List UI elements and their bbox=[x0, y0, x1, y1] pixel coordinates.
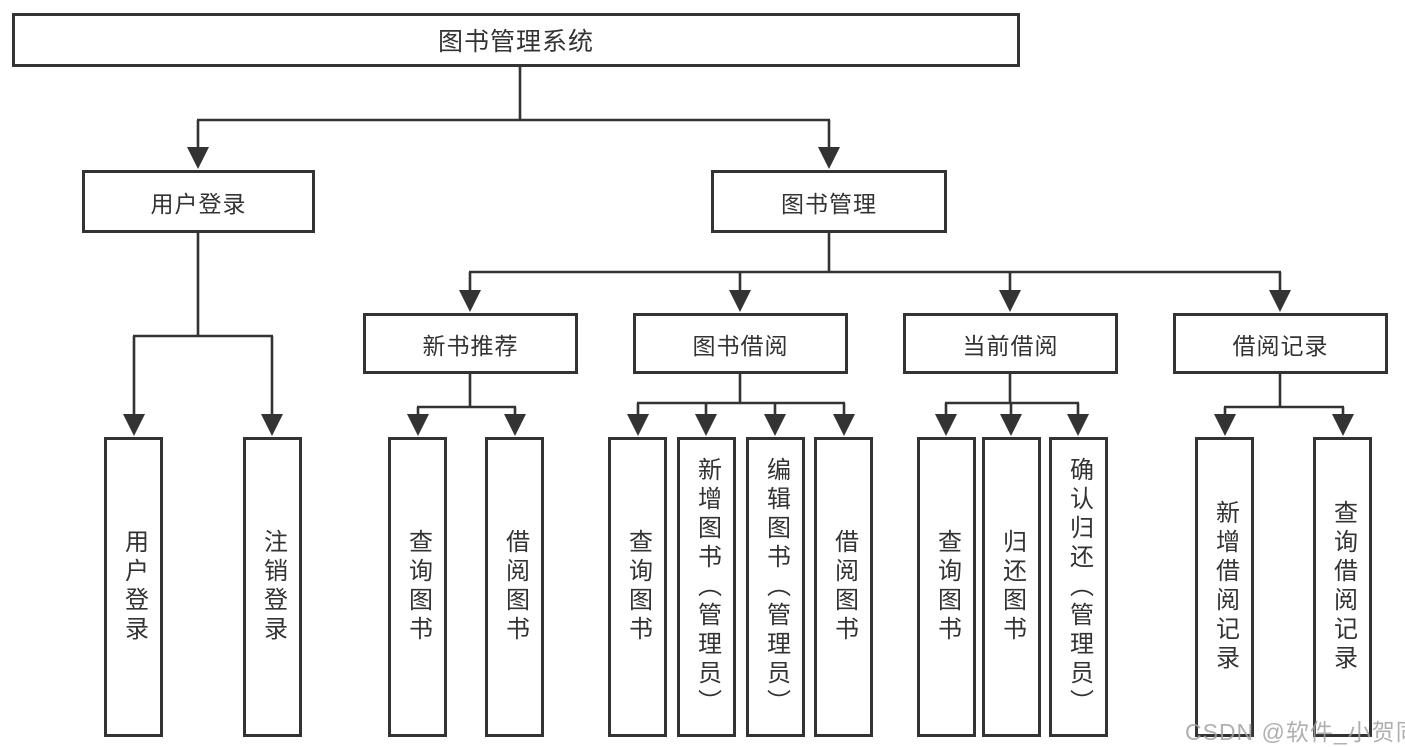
arrow-down-icon bbox=[407, 414, 429, 436]
leaf-borrow-add-books-admin: 新增图书（管理员） bbox=[677, 437, 736, 737]
arrow-down-icon bbox=[999, 290, 1021, 312]
leaf-borrow-query-books: 查询图书 bbox=[608, 437, 667, 737]
leaf-user-logout: 注销登录 bbox=[243, 437, 302, 737]
arrow-down-icon bbox=[123, 414, 145, 436]
arrow-down-icon bbox=[1000, 414, 1022, 436]
node-borrow-record: 借阅记录 bbox=[1173, 313, 1388, 374]
leaf-current-confirm-return-admin: 确认归还（管理员） bbox=[1049, 437, 1108, 737]
node-current-borrow: 当前借阅 bbox=[903, 313, 1118, 374]
leaf-current-query-books: 查询图书 bbox=[917, 437, 976, 737]
leaf-record-add: 新增借阅记录 bbox=[1195, 437, 1254, 737]
arrow-down-icon bbox=[695, 414, 717, 436]
arrow-down-icon bbox=[1269, 290, 1291, 312]
leaf-borrow-borrow-books: 借阅图书 bbox=[814, 437, 873, 737]
node-book-management: 图书管理 bbox=[711, 170, 947, 233]
arrow-down-icon bbox=[504, 414, 526, 436]
node-root-library-system: 图书管理系统 bbox=[12, 13, 1020, 67]
arrow-down-icon bbox=[729, 290, 751, 312]
arrow-down-icon bbox=[1214, 414, 1236, 436]
leaf-borrow-edit-books-admin: 编辑图书（管理员） bbox=[746, 437, 805, 737]
leaf-user-login: 用户登录 bbox=[104, 437, 163, 737]
arrow-down-icon bbox=[1332, 414, 1354, 436]
connector-path bbox=[132, 67, 1345, 418]
arrow-down-icon bbox=[459, 290, 481, 312]
arrow-down-icon bbox=[261, 414, 283, 436]
arrow-down-icon bbox=[1067, 414, 1089, 436]
arrow-down-icon bbox=[935, 414, 957, 436]
arrow-down-icon bbox=[627, 414, 649, 436]
leaf-newbook-query-books: 查询图书 bbox=[388, 437, 447, 737]
node-new-book-recommend: 新书推荐 bbox=[363, 313, 578, 374]
arrow-down-icon bbox=[764, 414, 786, 436]
node-book-borrow: 图书借阅 bbox=[633, 313, 848, 374]
arrow-down-icon bbox=[187, 147, 209, 169]
arrowheads bbox=[123, 147, 1354, 436]
node-user-login: 用户登录 bbox=[82, 170, 315, 233]
leaf-current-return-books: 归还图书 bbox=[982, 437, 1041, 737]
leaf-newbook-borrow-books: 借阅图书 bbox=[485, 437, 544, 737]
leaf-record-query: 查询借阅记录 bbox=[1313, 437, 1372, 737]
watermark: CSDN @软件_小贺同学 bbox=[1185, 719, 1405, 745]
arrow-down-icon bbox=[833, 414, 855, 436]
arrow-down-icon bbox=[818, 147, 840, 169]
